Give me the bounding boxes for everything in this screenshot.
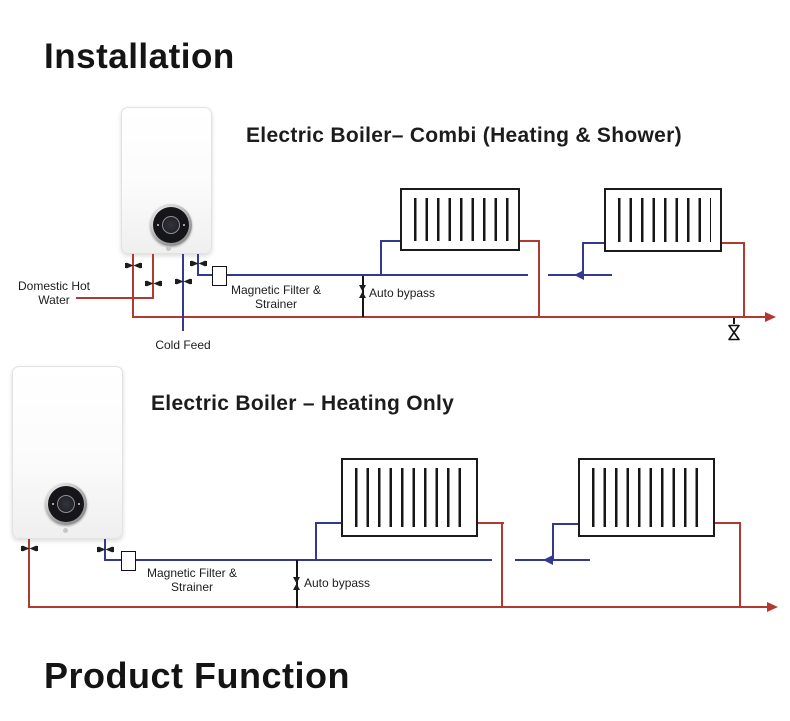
- auto-bypass-label: Auto bypass: [369, 286, 436, 300]
- return-arrow-icon: [543, 555, 553, 565]
- magnetic-filter-box: [212, 266, 227, 286]
- radiator-fins: [414, 198, 509, 241]
- boiler-logo-icon: [63, 528, 68, 533]
- dial-mark-icon: [52, 503, 54, 505]
- dhw-pipe: [152, 254, 154, 299]
- radiator-feed-pipe: [722, 242, 745, 244]
- radiator: [400, 188, 520, 251]
- ch-return-pipe: [197, 254, 199, 276]
- radiator-feed-pipe: [478, 522, 504, 524]
- magnetic-filter-label: Magnetic Filter & Strainer: [230, 283, 322, 311]
- radiator-return-pipe: [380, 240, 401, 242]
- combi-diagram-title: Electric Boiler– Combi (Heating & Shower…: [246, 124, 682, 147]
- boiler-unit-heating-only: [12, 366, 123, 539]
- domestic-hot-water-label: Domestic Hot Water: [17, 279, 91, 307]
- radiator: [604, 188, 722, 252]
- radiator-return-pipe: [582, 242, 605, 244]
- dial-mark-icon: [78, 503, 80, 505]
- radiator: [341, 458, 478, 537]
- dial-mark-icon: [157, 224, 159, 226]
- return-arrow-icon: [574, 270, 584, 280]
- footer-title: Product Function: [44, 655, 350, 696]
- auto-bypass-label: Auto bypass: [304, 576, 371, 590]
- radiator: [578, 458, 715, 537]
- drain-valve-stem: [733, 318, 735, 324]
- radiator-feed-pipe: [715, 522, 741, 524]
- bypass-valve-icon: [292, 576, 301, 591]
- isolation-valve-icon: [21, 544, 38, 553]
- boiler-logo-icon: [166, 246, 171, 251]
- bypass-valve-icon: [358, 284, 367, 299]
- cold-feed-pipe: [182, 254, 184, 331]
- magnetic-filter-label: Magnetic Filter & Strainer: [146, 566, 238, 594]
- magnetic-filter-box: [121, 551, 136, 571]
- drain-valve-icon: [727, 324, 741, 341]
- ch-flow-pipe: [132, 254, 134, 318]
- radiator-feed-pipe: [501, 522, 503, 608]
- radiator-fins: [592, 468, 704, 527]
- dhw-pipe: [76, 297, 154, 299]
- page-title: Installation: [44, 37, 235, 76]
- radiator-return-pipe: [315, 522, 317, 561]
- isolation-valve-icon: [125, 261, 142, 270]
- flow-arrow-icon: [767, 602, 778, 612]
- isolation-valve-icon: [190, 259, 207, 268]
- radiator-return-pipe: [552, 523, 578, 525]
- radiator-return-pipe: [582, 242, 584, 276]
- isolation-valve-icon: [97, 545, 114, 554]
- auto-bypass-line: [296, 560, 298, 608]
- ch-return-pipe: [197, 274, 213, 276]
- radiator-feed-pipe: [538, 240, 540, 318]
- radiator-return-pipe: [552, 523, 554, 561]
- radiator-return-pipe: [315, 522, 341, 524]
- ch-return-pipe: [104, 559, 122, 561]
- heating-flow-main-pipe: [28, 606, 770, 608]
- radiator-fins: [618, 198, 711, 242]
- radiator-return-pipe: [380, 240, 382, 276]
- boiler-unit-combi: [121, 107, 212, 254]
- flow-arrow-icon: [765, 312, 776, 322]
- dial-mark-icon: [183, 224, 185, 226]
- isolation-valve-icon: [175, 277, 192, 286]
- radiator-feed-pipe: [739, 522, 741, 608]
- isolation-valve-icon: [145, 279, 162, 288]
- heating-flow-main-pipe: [132, 316, 768, 318]
- radiator-feed-pipe: [520, 240, 540, 242]
- heating-only-diagram-title: Electric Boiler – Heating Only: [151, 392, 455, 415]
- boiler-control-dial-icon: [45, 483, 87, 525]
- radiator-feed-pipe: [743, 242, 745, 318]
- heating-return-pipe: [136, 559, 492, 561]
- cold-feed-label: Cold Feed: [155, 338, 211, 352]
- boiler-control-dial-icon: [150, 204, 192, 246]
- radiator-fins: [355, 468, 467, 527]
- ch-return-pipe: [104, 539, 106, 561]
- heating-return-pipe: [227, 274, 528, 276]
- ch-flow-pipe: [28, 539, 30, 608]
